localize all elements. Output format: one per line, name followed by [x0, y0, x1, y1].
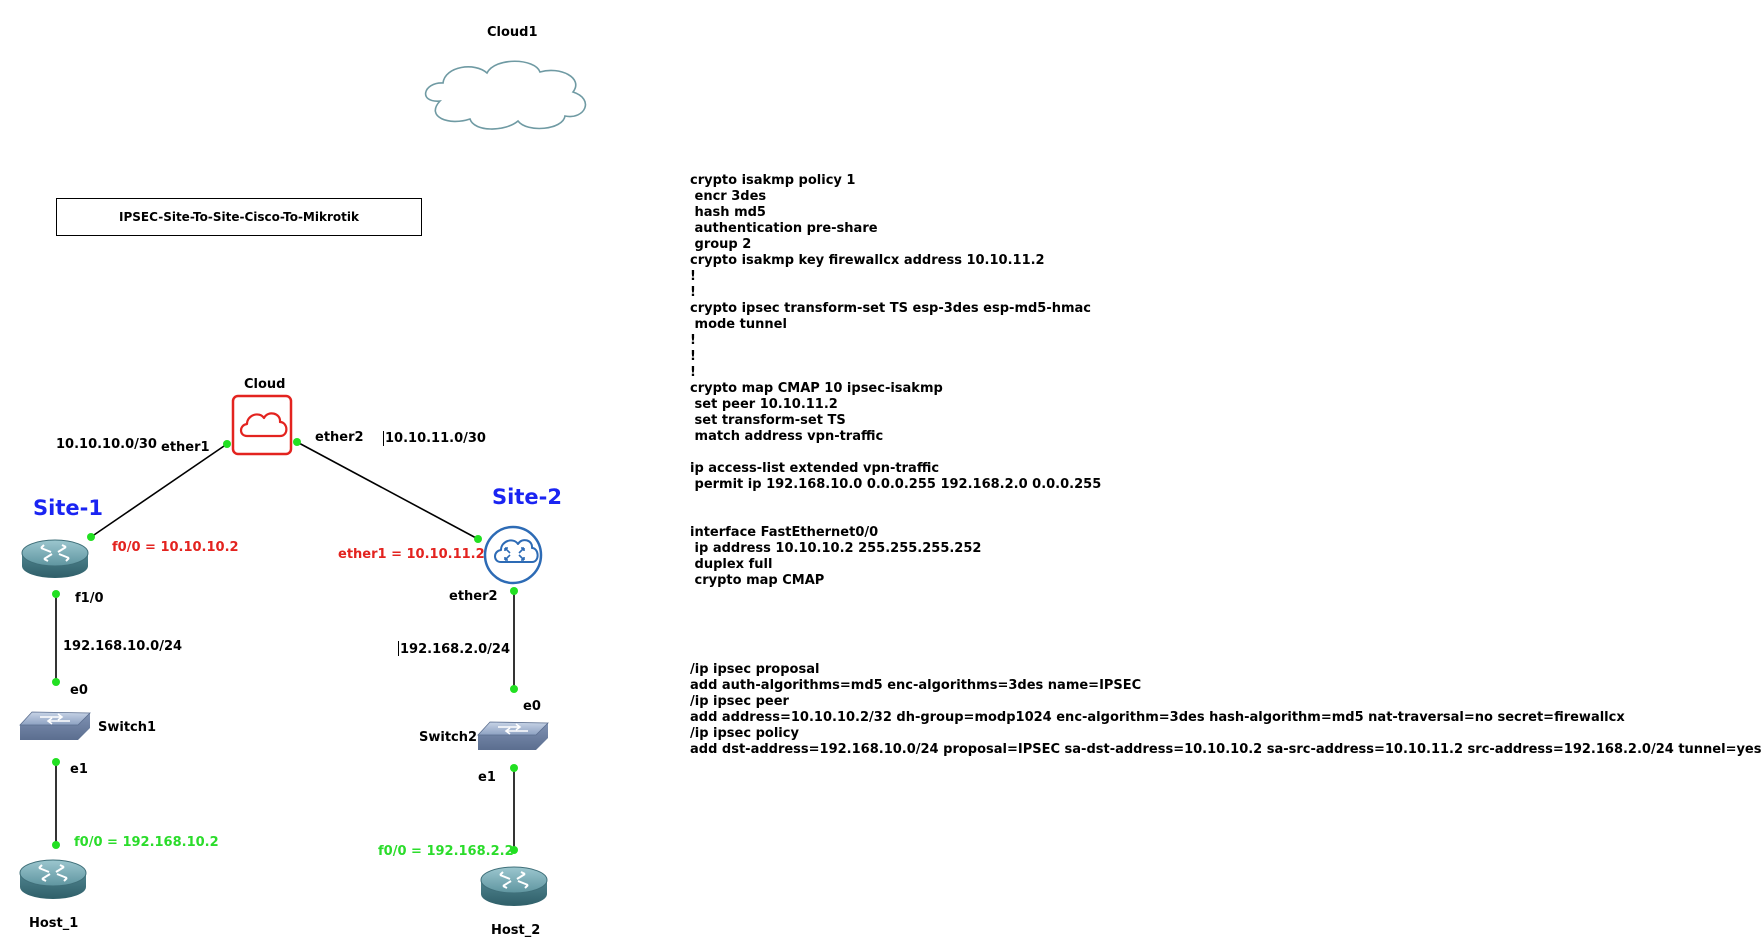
router-host2-icon[interactable] — [480, 866, 548, 906]
cloud-label: Cloud — [244, 377, 286, 392]
topology-title-box: IPSEC-Site-To-Site-Cisco-To-Mikrotik — [56, 198, 422, 236]
iface-site1-f10: f1/0 — [75, 591, 104, 606]
site2-label: Site-2 — [492, 485, 562, 509]
site1-label: Site-1 — [33, 496, 103, 520]
port-dot-cloud-ether2 — [293, 438, 301, 446]
router-host1-icon[interactable] — [19, 859, 87, 899]
switch2-label: Switch2 — [419, 730, 478, 745]
text-cursor-mark — [383, 431, 384, 446]
port-dot-site1-f00 — [87, 533, 95, 541]
cloud1-label: Cloud1 — [487, 25, 538, 40]
port-dot-host1-f00 — [52, 841, 60, 849]
iface-site1-f00: f0/0 = 10.10.10.2 — [112, 540, 239, 555]
iface-site2-ether1: ether1 = 10.10.11.2 — [338, 547, 485, 562]
mikrotik-site2-icon[interactable] — [483, 525, 543, 585]
port-dot-site2-ether2 — [510, 587, 518, 595]
switch2-icon[interactable] — [477, 721, 549, 750]
network-label-site1-lan: 192.168.10.0/24 — [63, 639, 183, 654]
cisco-config-text: crypto isakmp policy 1 encr 3des hash md… — [690, 173, 1102, 588]
text-cursor-mark — [398, 641, 399, 656]
iface-site2-ether2: ether2 — [449, 589, 498, 604]
port-dot-host2-f00 — [510, 846, 518, 854]
iface-switch1-e0: e0 — [70, 683, 88, 698]
iface-cloud-ether2: ether2 — [315, 430, 364, 445]
port-dot-cloud-ether1 — [223, 440, 231, 448]
link-cloud-site2 — [296, 441, 479, 540]
topology-canvas — [19, 60, 587, 906]
port-dot-site1-f10 — [52, 590, 60, 598]
iface-cloud-ether1: ether1 — [161, 440, 210, 455]
topology-title: IPSEC-Site-To-Site-Cisco-To-Mikrotik — [119, 210, 359, 224]
link-site1-cloud — [90, 443, 228, 538]
host1-label: Host_1 — [29, 916, 79, 931]
iface-host1-f00: f0/0 = 192.168.10.2 — [74, 835, 219, 850]
network-label-site2-lan: 192.168.2.0/24 — [400, 642, 511, 657]
mikrotik-config-text: /ip ipsec proposal add auth-algorithms=m… — [690, 662, 1762, 757]
switch1-icon[interactable] — [19, 711, 91, 740]
cloud1-icon[interactable] — [424, 60, 587, 130]
router-site1-icon[interactable] — [21, 539, 89, 578]
port-dot-switch2-e0 — [510, 685, 518, 693]
iface-switch1-e1: e1 — [70, 762, 88, 777]
switch1-label: Switch1 — [98, 720, 157, 735]
host2-label: Host_2 — [491, 923, 541, 938]
cloud-node-icon[interactable] — [231, 394, 293, 456]
port-dot-switch1-e1 — [52, 758, 60, 766]
iface-switch2-e0: e0 — [523, 699, 541, 714]
network-label-site2-wan: 10.10.11.0/30 — [385, 431, 486, 446]
port-dot-switch2-e1 — [510, 764, 518, 772]
port-dot-site2-ether1 — [474, 535, 482, 543]
network-label-site1-wan: 10.10.10.0/30 — [56, 437, 157, 452]
iface-host2-f00: f0/0 = 192.168.2.2 — [378, 844, 514, 859]
iface-switch2-e1: e1 — [478, 770, 496, 785]
port-dot-switch1-e0 — [52, 678, 60, 686]
links — [55, 441, 515, 850]
port-dots — [52, 438, 518, 854]
